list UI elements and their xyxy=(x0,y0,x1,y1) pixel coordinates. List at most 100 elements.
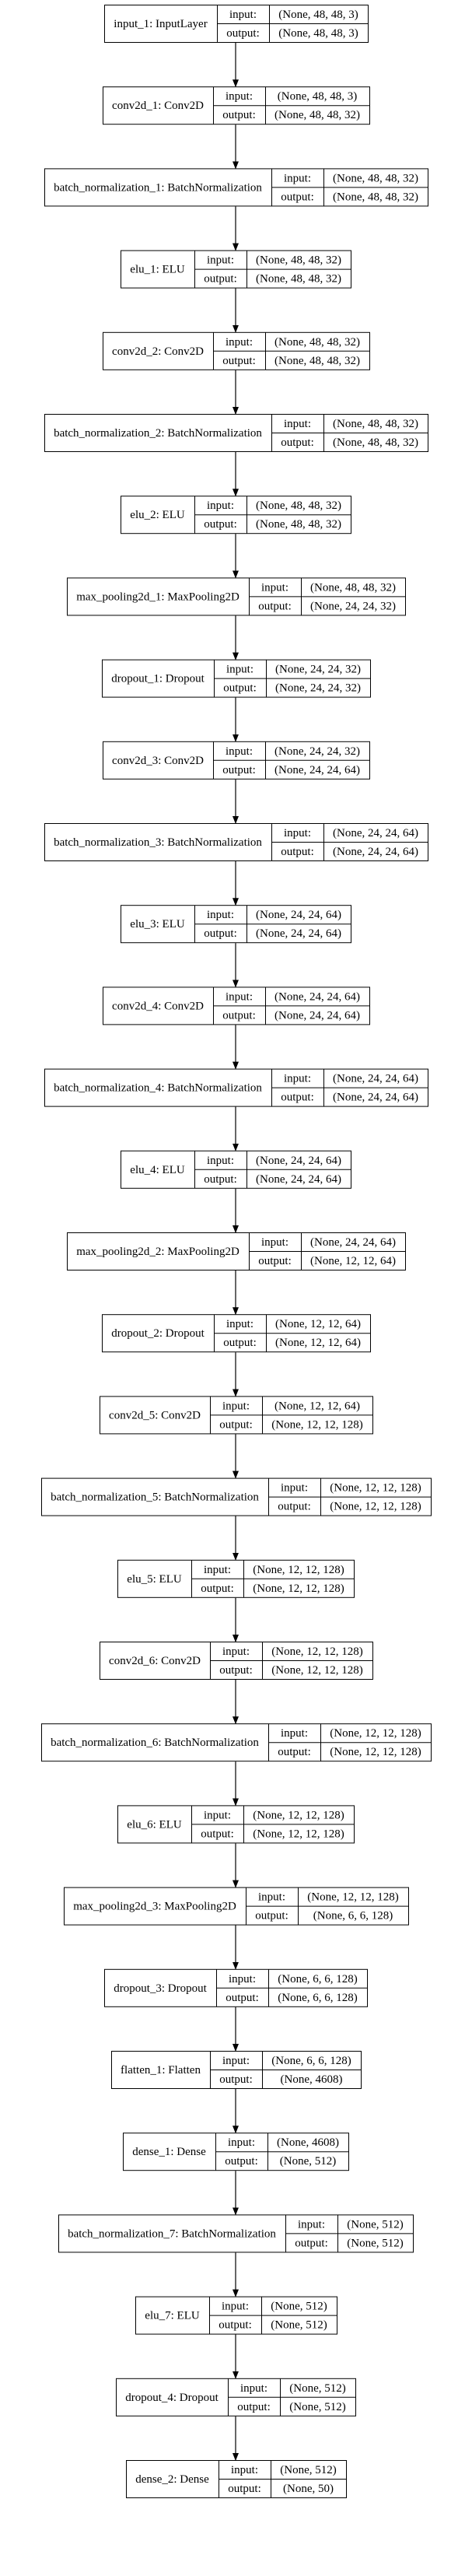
input-shape: (None, 512) xyxy=(347,2218,403,2231)
output-label: output: xyxy=(228,2483,261,2495)
input-shape: (None, 48, 48, 32) xyxy=(333,418,418,430)
output-shape: (None, 24, 24, 64) xyxy=(333,1092,418,1104)
output-shape: (None, 12, 12, 128) xyxy=(253,1582,344,1595)
input-shape: (None, 48, 48, 3) xyxy=(278,90,357,103)
layer-node-max-pooling2d-2: max_pooling2d_2: MaxPooling2Dinput:outpu… xyxy=(67,1232,406,1270)
output-label: output: xyxy=(281,1092,314,1104)
input-shape: (None, 24, 24, 64) xyxy=(333,1073,418,1085)
input-shape: (None, 6, 6, 128) xyxy=(278,1973,357,1985)
input-label: input: xyxy=(284,418,311,430)
input-shape: (None, 4608) xyxy=(277,2136,339,2149)
output-shape: (None, 4608) xyxy=(281,2073,343,2086)
input-label: input: xyxy=(261,581,288,594)
output-label: output: xyxy=(281,436,314,449)
input-shape: (None, 6, 6, 128) xyxy=(271,2055,351,2067)
output-shape: (None, 12, 12, 128) xyxy=(253,1828,344,1840)
output-shape: (None, 12, 12, 64) xyxy=(275,1337,361,1349)
input-shape: (None, 48, 48, 32) xyxy=(256,254,341,267)
input-label: input: xyxy=(222,1645,250,1658)
input-shape: (None, 512) xyxy=(271,2301,327,2313)
input-label: input: xyxy=(222,1400,250,1412)
layer-name: elu_2: ELU xyxy=(130,509,185,521)
output-shape: (None, 24, 24, 32) xyxy=(275,682,361,695)
layer-node-conv2d-1: conv2d_1: Conv2D input: output: (None, 48, … xyxy=(103,86,370,125)
input-label: input: xyxy=(207,499,234,512)
layer-name: max_pooling2d_2: MaxPooling2D xyxy=(76,1246,239,1258)
layer-name: conv2d_1: Conv2D xyxy=(112,100,204,112)
input-label: input: xyxy=(226,90,253,103)
output-shape: (None, 48, 48, 3) xyxy=(278,27,358,40)
input-label: input: xyxy=(204,1564,231,1576)
layer-name: dropout_2: Dropout xyxy=(111,1327,205,1340)
input-label: input: xyxy=(207,909,234,921)
layer-node-elu-5: elu_5: ELU input: output: (None, 12, 12, 12… xyxy=(117,1559,355,1598)
layer-name: elu_3: ELU xyxy=(130,918,185,931)
layer-name: conv2d_5: Conv2D xyxy=(109,1409,201,1421)
layer-name: input_1: InputLayer xyxy=(114,18,207,30)
layer-name: elu_6: ELU xyxy=(127,1818,182,1831)
output-shape: (None, 24, 24, 64) xyxy=(256,927,341,940)
layer-node-elu-3: elu_3: ELU input: output: (None, 24, 24, 64… xyxy=(121,905,351,944)
output-label: output: xyxy=(219,2319,252,2332)
layer-name: dense_2: Dense xyxy=(135,2473,209,2486)
layer-name: elu_7: ELU xyxy=(145,2310,200,2322)
input-shape: (None, 24, 24, 64) xyxy=(333,827,418,839)
input-label: input: xyxy=(281,1727,308,1740)
input-shape: (None, 48, 48, 3) xyxy=(278,9,358,21)
input-label: input: xyxy=(284,827,311,839)
output-label: output: xyxy=(258,1255,292,1267)
output-label: output: xyxy=(219,2073,253,2086)
layer-name: elu_5: ELU xyxy=(127,1573,182,1586)
output-shape: (None, 24, 24, 32) xyxy=(310,600,396,612)
output-shape: (None, 48, 48, 32) xyxy=(333,191,418,203)
output-label: output: xyxy=(222,109,256,121)
output-label: output: xyxy=(201,1582,234,1595)
layer-node-batch-normalization-1: batch_normalization_1: BatchNormalizatio… xyxy=(44,168,428,207)
input-shape: (None, 48, 48, 32) xyxy=(310,581,396,594)
layer-name: batch_normalization_6: BatchNormalizatio… xyxy=(51,1737,259,1749)
layer-name: dropout_3: Dropout xyxy=(114,1982,207,1995)
output-shape: (None, 6, 6, 128) xyxy=(313,1910,393,1922)
output-label: output: xyxy=(219,1664,253,1677)
layer-node-max-pooling2d-3: max_pooling2d_3: MaxPooling2Dinput:outpu… xyxy=(64,1887,409,1926)
input-shape: (None, 12, 12, 64) xyxy=(274,1400,360,1412)
input-shape: (None, 24, 24, 64) xyxy=(256,1155,341,1167)
output-shape: (None, 12, 12, 128) xyxy=(330,1746,421,1758)
input-shape: (None, 512) xyxy=(289,2382,345,2395)
layer-name: max_pooling2d_1: MaxPooling2D xyxy=(76,591,239,603)
layer-name: batch_normalization_4: BatchNormalizatio… xyxy=(54,1082,262,1095)
input-shape: (None, 12, 12, 128) xyxy=(253,1564,344,1576)
output-label: output: xyxy=(237,2401,271,2413)
input-shape: (None, 512) xyxy=(280,2464,336,2476)
output-shape: (None, 12, 12, 128) xyxy=(271,1664,362,1677)
output-shape: (None, 48, 48, 32) xyxy=(274,355,360,367)
output-label: output: xyxy=(281,846,314,858)
input-shape: (None, 24, 24, 64) xyxy=(274,990,360,1003)
output-label: output: xyxy=(204,927,237,940)
layer-name: batch_normalization_2: BatchNormalizatio… xyxy=(54,427,262,440)
output-label: output: xyxy=(222,1009,256,1022)
input-label: input: xyxy=(226,990,253,1003)
layer-name: max_pooling2d_3: MaxPooling2D xyxy=(73,1901,236,1913)
output-shape: (None, 48, 48, 32) xyxy=(256,518,341,531)
input-shape: (None, 24, 24, 32) xyxy=(274,745,360,758)
output-label: output: xyxy=(295,2237,328,2249)
input-shape: (None, 48, 48, 32) xyxy=(256,499,341,512)
output-shape: (None, 24, 24, 64) xyxy=(333,846,418,858)
output-label: output: xyxy=(226,27,260,40)
layer-node-batch-normalization-4: batch_normalization_4: BatchNormalizatio… xyxy=(44,1068,428,1107)
layer-name: batch_normalization_3: BatchNormalizatio… xyxy=(54,836,262,849)
layer-name: dense_1: Dense xyxy=(132,2146,206,2158)
input-shape: (None, 12, 12, 128) xyxy=(307,1891,398,1904)
input-shape: (None, 24, 24, 64) xyxy=(256,909,341,921)
input-shape: (None, 12, 12, 128) xyxy=(271,1645,362,1658)
layer-name: dropout_1: Dropout xyxy=(111,673,205,685)
